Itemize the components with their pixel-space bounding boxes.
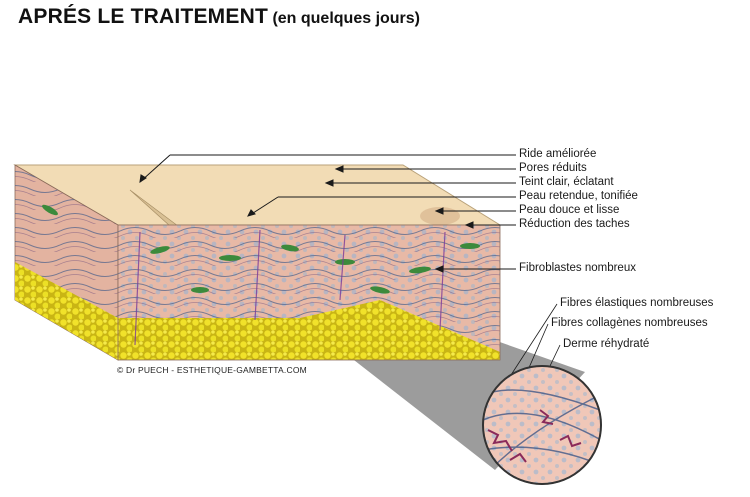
magnified-view [482,365,602,485]
label-derme-rehydrate: Derme réhydraté [563,338,650,350]
label-peau-retendue: Peau retendue, tonifiée [519,190,638,202]
title-main: APRÉS LE TRAITEMENT [18,5,268,28]
label-peau-douce: Peau douce et lisse [519,204,620,216]
fat-layer [118,300,500,360]
label-pores-reduits: Pores réduits [519,162,587,174]
title-subtitle: (en quelques jours) [272,10,421,27]
label-fibroblastes: Fibroblastes nombreux [519,262,636,274]
page-title: APRÉS LE TRAITEMENT (en quelques jours) [18,5,420,29]
label-fibres-elastiques: Fibres élastiques nombreuses [560,297,714,309]
label-fibres-collagenes: Fibres collagènes nombreuses [551,317,708,329]
credit: © Dr PUECH - ESTHETIQUE-GAMBETTA.COM [117,365,307,375]
label-ride-amelioree: Ride améliorée [519,148,597,160]
fibroblasts [42,204,480,294]
label-reduction-taches: Réduction des taches [519,218,630,230]
label-teint-clair: Teint clair, éclatant [519,176,614,188]
